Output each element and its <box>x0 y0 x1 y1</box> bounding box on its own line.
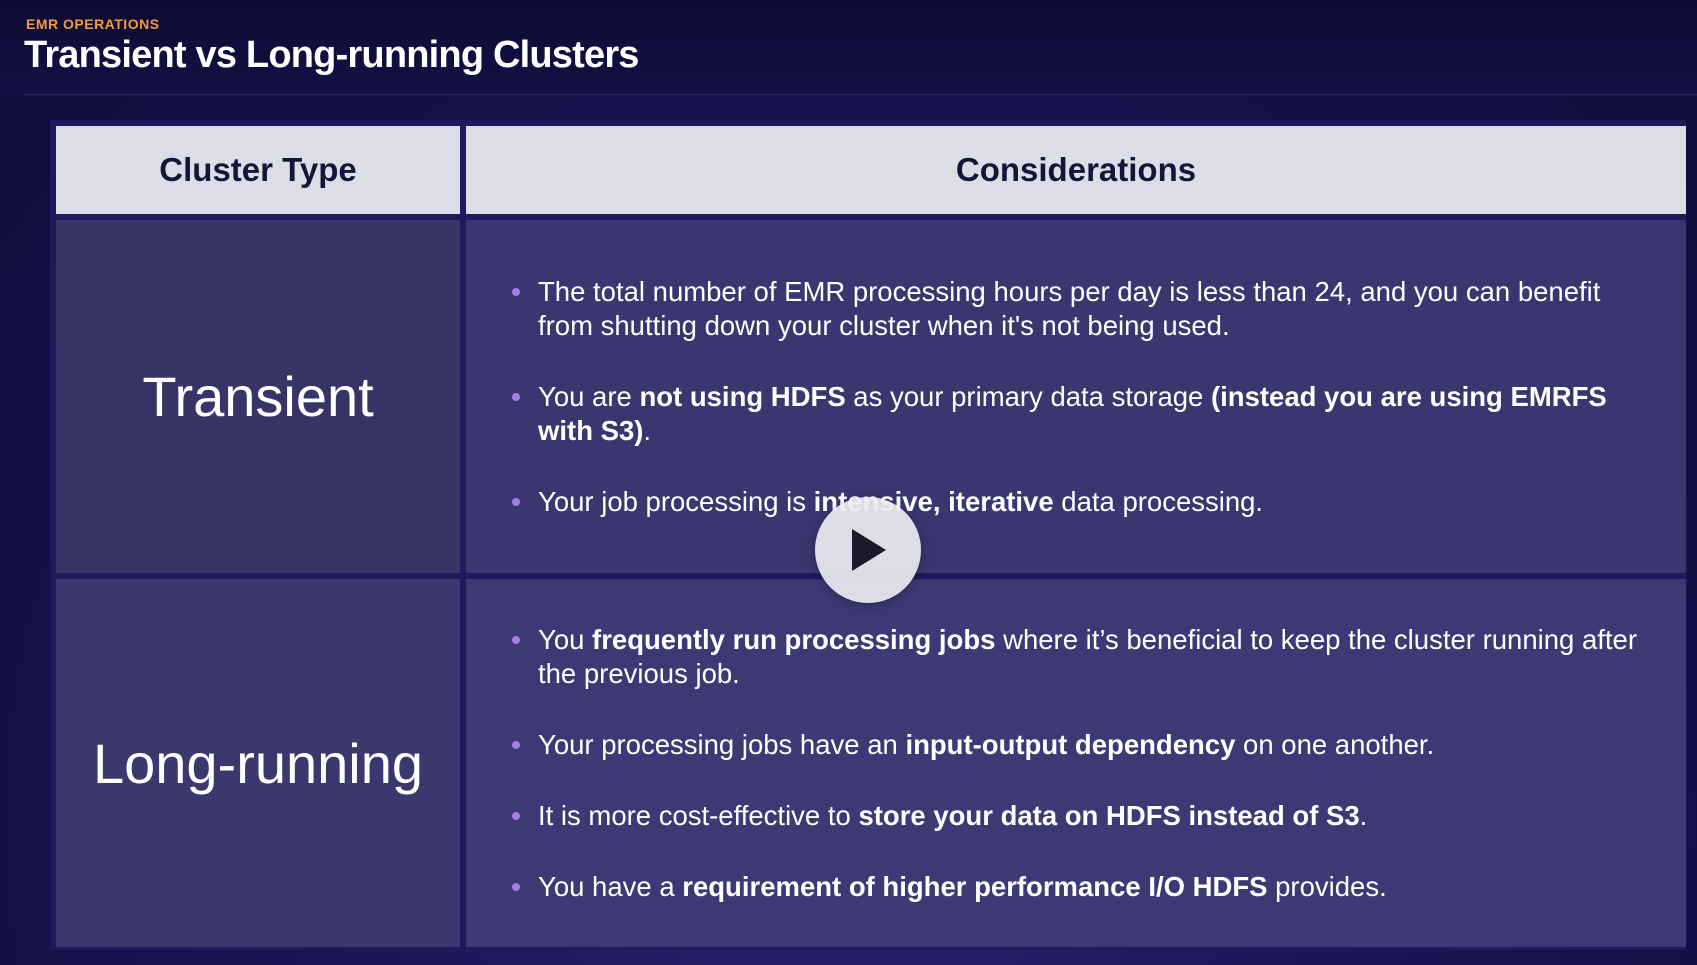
column-header-cluster-type: Cluster Type <box>56 126 460 214</box>
body-text: The total number of EMR processing hours… <box>538 275 1601 341</box>
body-text: You are <box>538 380 640 412</box>
cluster-type-long-running: Long-running <box>56 579 460 947</box>
body-text: . <box>643 414 652 446</box>
consideration-item: Your job processing is intensive, iterat… <box>512 485 1646 519</box>
considerations-transient: The total number of EMR processing hours… <box>466 220 1686 573</box>
slide-header: EMR OPERATIONS Transient vs Long-running… <box>0 0 1697 96</box>
emphasis-text: requirement of higher performance I/O HD… <box>682 870 1268 902</box>
section-eyebrow: EMR OPERATIONS <box>26 16 160 32</box>
bullet-dot-icon <box>512 811 520 820</box>
play-button[interactable] <box>815 497 921 603</box>
emphasis-text: (instead you are using EMRFS with S3) <box>538 380 1607 446</box>
body-text: provides. <box>1267 870 1387 902</box>
body-text: You <box>538 623 593 655</box>
body-text: Your processing jobs have an <box>538 728 906 760</box>
comparison-table: Cluster Type Considerations Transient Th… <box>50 120 1686 950</box>
body-text: . <box>1359 799 1368 831</box>
bullet-dot-icon <box>512 882 520 891</box>
emphasis-text: store your data on HDFS instead of S3 <box>858 799 1360 831</box>
emphasis-text: frequently run processing jobs <box>592 623 996 655</box>
bullet-list: You frequently run processing jobs where… <box>512 623 1646 904</box>
play-icon <box>852 529 886 571</box>
header-divider <box>24 94 1697 95</box>
body-text: as your primary data storage <box>845 380 1211 412</box>
bullet-dot-icon <box>512 740 520 749</box>
consideration-item: The total number of EMR processing hours… <box>512 275 1646 343</box>
cluster-type-transient: Transient <box>56 220 460 573</box>
bullet-dot-icon <box>512 287 520 296</box>
consideration-item: You frequently run processing jobs where… <box>512 623 1646 691</box>
body-text: data processing. <box>1053 485 1264 517</box>
body-text: It is more cost-effective to <box>538 799 859 831</box>
considerations-long-running: You frequently run processing jobs where… <box>466 579 1686 947</box>
bullet-dot-icon <box>512 392 520 401</box>
consideration-item: It is more cost-effective to store your … <box>512 799 1646 833</box>
consideration-item: You are not using HDFS as your primary d… <box>512 380 1646 448</box>
emphasis-text: not using HDFS <box>639 380 846 412</box>
emphasis-text: input-output dependency <box>905 728 1236 760</box>
bullet-list: The total number of EMR processing hours… <box>512 275 1646 519</box>
body-text: on one another. <box>1235 728 1435 760</box>
bullet-dot-icon <box>512 497 520 506</box>
body-text: Your job processing is <box>538 485 814 517</box>
bullet-dot-icon <box>512 635 520 644</box>
body-text: You have a <box>538 870 683 902</box>
consideration-item: Your processing jobs have an input-outpu… <box>512 728 1646 762</box>
consideration-item: You have a requirement of higher perform… <box>512 870 1646 904</box>
slide-title: Transient vs Long-running Clusters <box>24 34 639 76</box>
column-header-considerations: Considerations <box>466 126 1686 214</box>
body-text: where it’s beneficial to keep the cluste… <box>538 623 1637 689</box>
